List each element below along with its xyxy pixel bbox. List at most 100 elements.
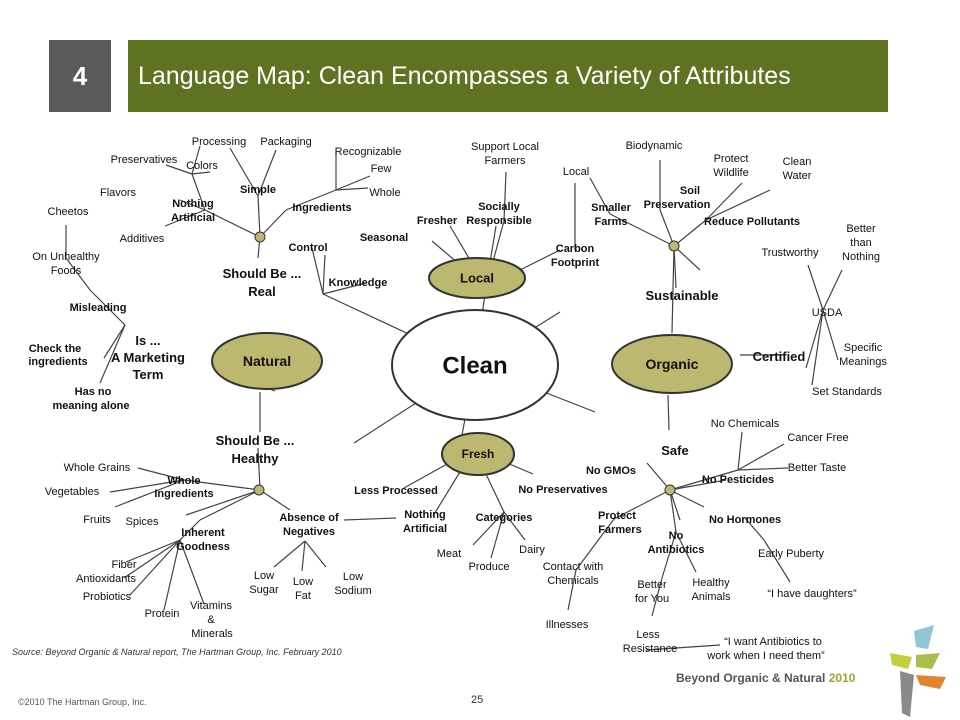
- center-node: [391, 309, 559, 421]
- map-label: Negatives: [283, 526, 335, 538]
- map-label: Better: [846, 223, 876, 235]
- connector-line: [204, 209, 261, 238]
- map-label: Preservatives: [111, 154, 178, 166]
- map-label: than: [850, 237, 871, 249]
- fresh-node: [441, 432, 515, 476]
- map-label: Recognizable: [335, 146, 402, 158]
- brand-name: Beyond Organic & Natural: [676, 671, 826, 685]
- map-label: On Unhealthy: [32, 251, 100, 263]
- junction-dot: [668, 240, 680, 252]
- map-label: Vitamins: [190, 600, 232, 612]
- connector-line: [343, 517, 397, 521]
- connector-line: [661, 531, 677, 579]
- map-label: Protect: [598, 510, 636, 522]
- map-label: Should Be ...: [216, 433, 295, 448]
- organic-node-label: Organic: [646, 356, 699, 372]
- map-label: &: [207, 614, 215, 626]
- map-label: Safe: [661, 443, 688, 458]
- map-label: for You: [635, 593, 669, 605]
- map-label: Sodium: [334, 585, 371, 597]
- map-label: Preservation: [644, 199, 711, 211]
- connector-line: [807, 264, 824, 311]
- connector-line: [737, 431, 743, 471]
- map-label: Fresher: [417, 215, 458, 227]
- connector-line: [744, 517, 765, 541]
- map-label: Better: [637, 579, 667, 591]
- map-label: Contact with: [543, 561, 604, 573]
- map-label: Healthy: [232, 451, 280, 466]
- connector-line: [123, 539, 181, 579]
- connector-line: [667, 394, 670, 431]
- connector-line: [257, 447, 261, 491]
- map-label: Ingredients: [154, 488, 213, 500]
- connector-line: [183, 479, 261, 491]
- connector-line: [503, 171, 507, 222]
- map-label: No Hormones: [709, 514, 781, 526]
- connector-line: [613, 489, 671, 520]
- map-label: Whole: [168, 475, 201, 487]
- map-label: Antibiotics: [648, 544, 705, 556]
- connector-line: [805, 309, 824, 369]
- connector-line: [257, 195, 261, 238]
- map-label: Soil: [680, 185, 700, 197]
- connector-line: [301, 540, 306, 572]
- map-label: No Preservatives: [518, 484, 607, 496]
- connector-line: [89, 289, 126, 326]
- connector-line: [669, 489, 705, 508]
- connector-line: [646, 462, 671, 491]
- connector-line: [129, 539, 181, 596]
- map-label: Smaller: [591, 202, 631, 214]
- connector-line: [705, 189, 771, 221]
- connector-line: [645, 644, 721, 651]
- connector-line: [114, 479, 185, 508]
- map-label: Processing: [192, 136, 246, 148]
- connector-line: [737, 467, 789, 471]
- map-label: Local: [563, 166, 589, 178]
- map-label: Simple: [240, 184, 276, 196]
- connector-line: [705, 182, 743, 221]
- map-label: Low: [254, 570, 274, 582]
- connector-line: [322, 254, 326, 295]
- map-label: Seasonal: [360, 232, 408, 244]
- map-label: Farmers: [485, 155, 526, 167]
- connector-line: [103, 324, 126, 359]
- connector-line: [651, 577, 663, 617]
- connector-line: [659, 209, 675, 247]
- connector-line: [65, 257, 91, 291]
- map-label: Nothing: [172, 198, 214, 210]
- junction-dot: [253, 484, 265, 496]
- map-label: Fruits: [83, 514, 111, 526]
- connector-line: [179, 519, 201, 541]
- connector-line: [304, 540, 327, 568]
- map-label: Vegetables: [45, 486, 100, 498]
- map-label: Produce: [469, 561, 510, 573]
- connector-line: [669, 489, 677, 533]
- map-label: Sugar: [249, 584, 279, 596]
- map-label: Categories: [476, 512, 533, 524]
- map-label: Whole Grains: [64, 462, 131, 474]
- map-label: Has no: [75, 386, 112, 398]
- footer-brand: Beyond Organic & Natural 2010: [676, 671, 855, 685]
- map-label: ingredients: [28, 356, 87, 368]
- connector-line: [811, 309, 824, 386]
- section-number: 4: [72, 60, 88, 91]
- map-label: Less: [636, 629, 660, 641]
- map-label: Meanings: [839, 356, 887, 368]
- map-label: Less Processed: [354, 485, 438, 497]
- map-label: Artificial: [171, 212, 215, 224]
- connector-line: [137, 467, 185, 481]
- map-label: Reduce Pollutants: [704, 216, 800, 228]
- connector-line: [322, 282, 367, 295]
- map-label: Flavors: [100, 187, 137, 199]
- page-number: 25: [471, 694, 484, 706]
- map-label: Water: [783, 170, 812, 182]
- map-label: No Pesticides: [702, 474, 774, 486]
- map-label: Responsible: [466, 215, 531, 227]
- map-label: Antioxidants: [76, 573, 136, 585]
- connector-line: [490, 511, 505, 559]
- map-label: Certified: [753, 349, 806, 364]
- connector-line: [164, 209, 206, 227]
- map-label: meaning alone: [52, 400, 129, 412]
- map-label: Resistance: [623, 643, 677, 655]
